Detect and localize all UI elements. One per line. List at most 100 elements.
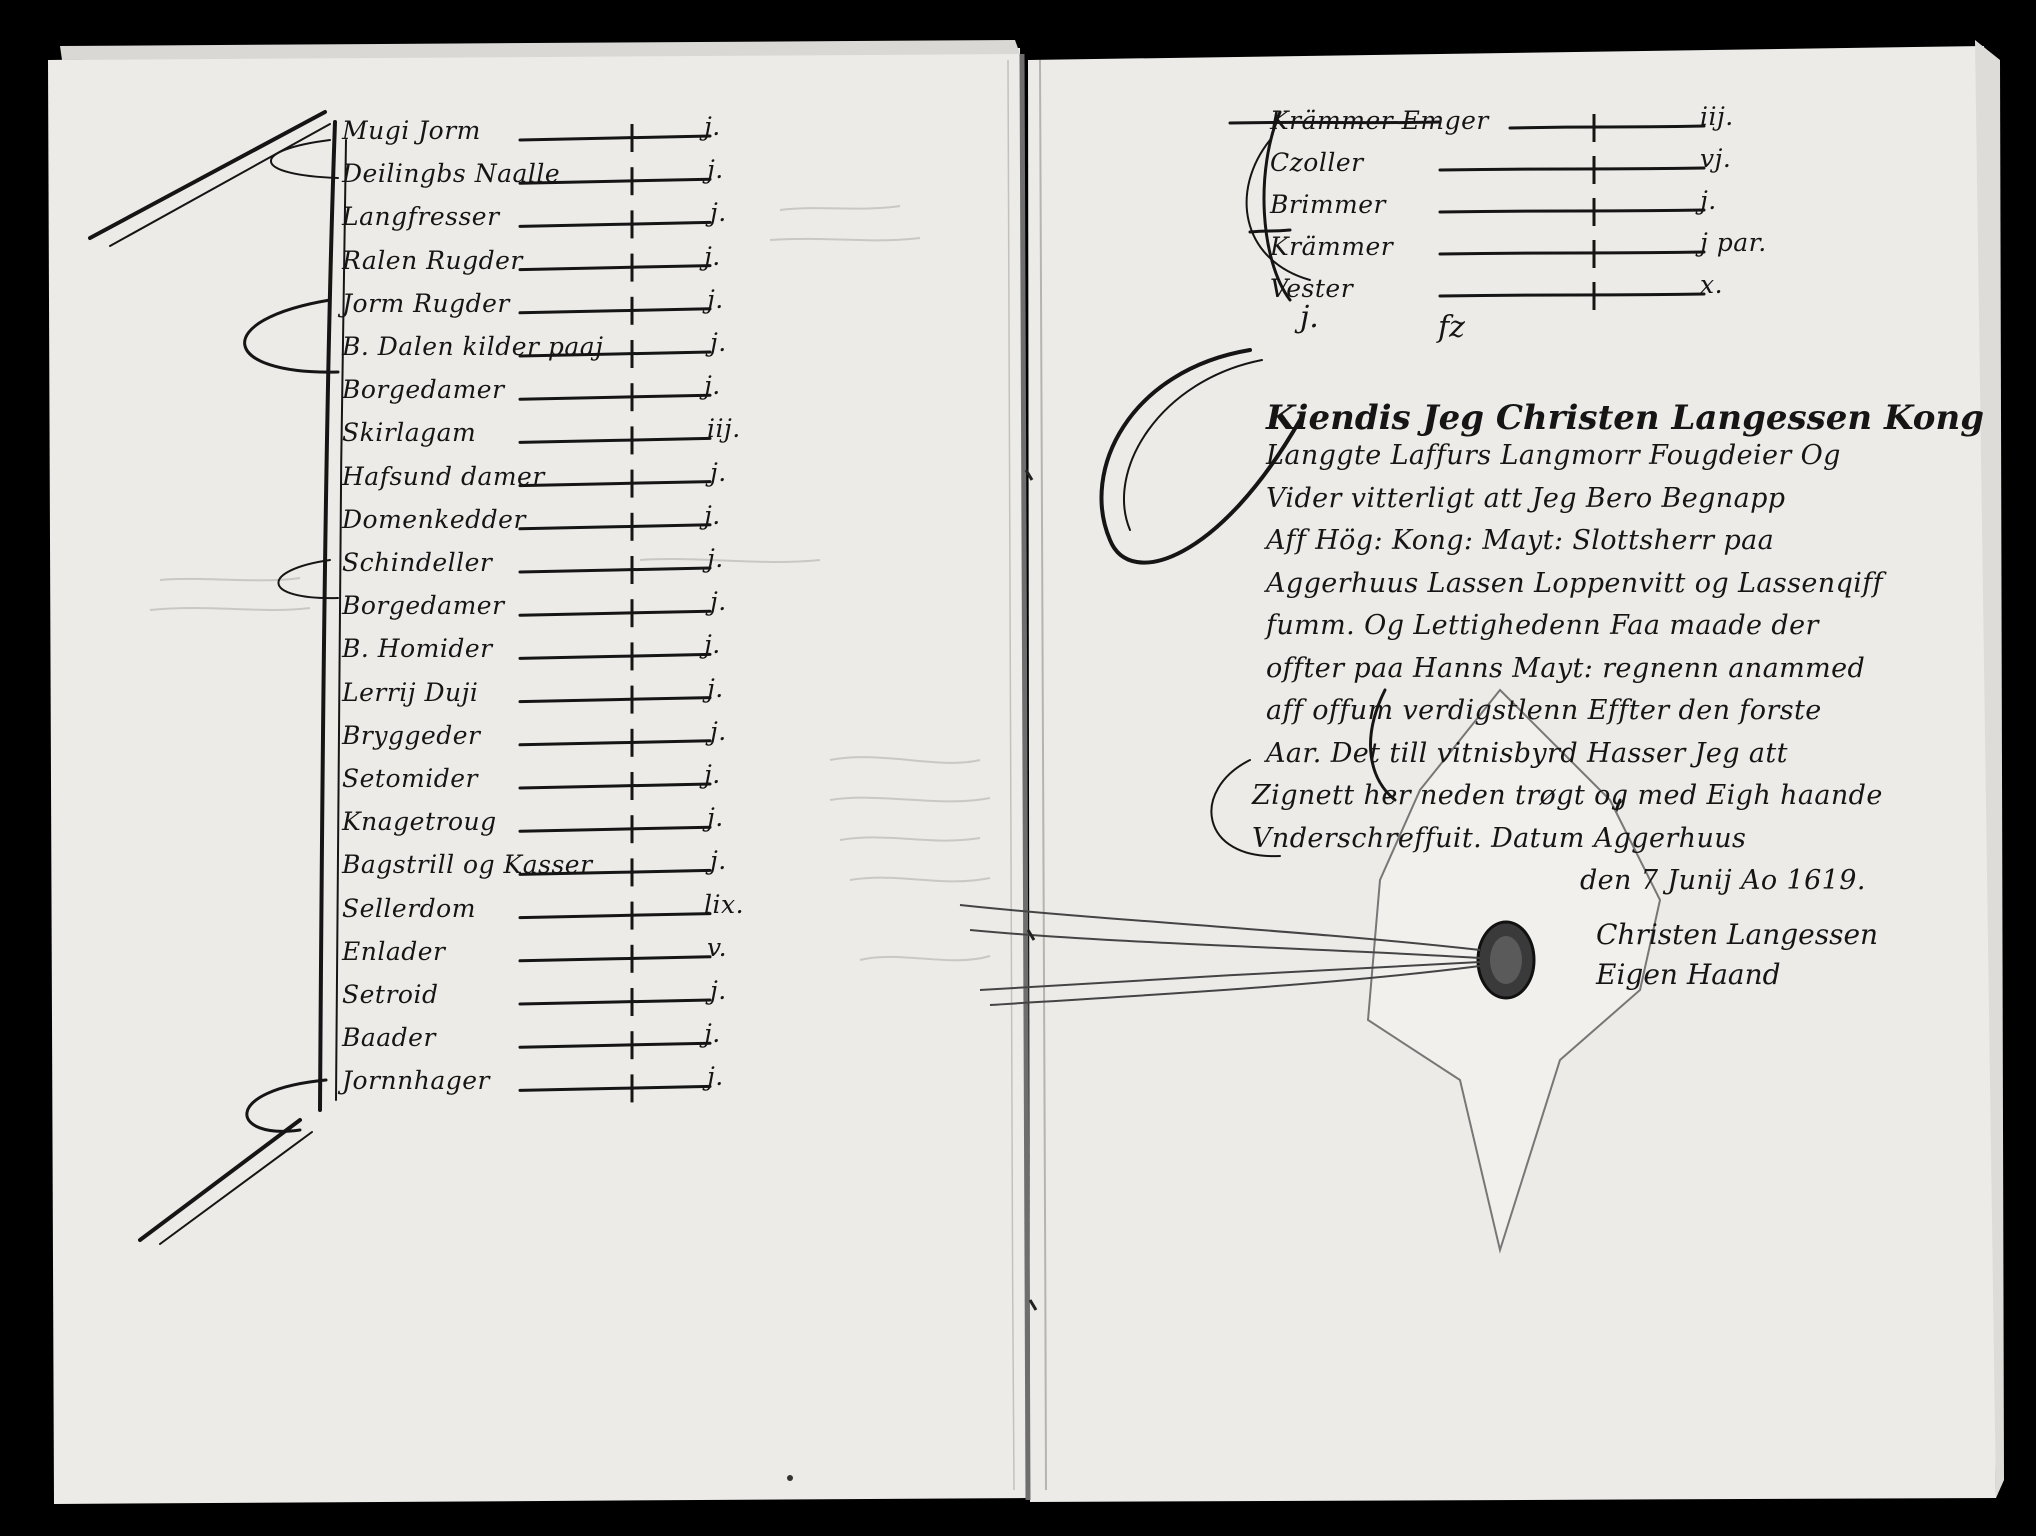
entry-name: Bryggeder [342,720,481,750]
binding-string [959,904,1481,1006]
entry-rule [518,1041,712,1049]
letter-line: Aar. Det till vitnisbyrd Hasser Jeg att [1266,737,1788,769]
letter-line: Vnderschreffuit. Datum Aggerhuus [1252,822,1747,854]
letter-line: Aggerhuus Lassen Loppenvitt og Lassenqif… [1266,567,1884,599]
entry-rule [518,480,712,488]
entry-mark: j. [704,760,721,789]
entry-name: Sellerdom [342,893,476,923]
entry-name: Ralen Rugder [342,245,523,275]
entry-rule [518,739,712,747]
entry-mark: iij. [707,414,741,444]
entry-name: Knagetroug [342,807,497,837]
entry-name: Hafsund damer [342,461,545,491]
left-page-edge [60,40,1020,60]
left-page-flourishes [88,110,347,1245]
book-gutter [1019,53,1031,1501]
entry-rule [1248,228,1292,234]
signature-line: Christen Langessen [1596,918,1879,951]
gutter-stitches [1024,469,1038,1311]
bleed-through [149,205,991,962]
letter-heading: Kiendis Jeg Christen Langessen Kong [1266,398,1984,438]
entry-name: Borgedamer [342,375,505,405]
entry-name: Jorm Rugder [342,288,510,318]
entry-mark: j. [707,673,724,703]
entry-rule [518,998,712,1006]
entry-rule [518,436,712,444]
entry-rule [518,566,712,574]
letter-line: Zignett her neden trøgt og med Eigh haan… [1252,780,1883,811]
entry-mark: j. [710,457,727,487]
entry-mark: j. [707,155,724,185]
entry-name: B. Dalen kilder paaj [342,332,604,361]
entry-mark: x. [1700,270,1724,299]
entry-name: Czoller [1270,148,1364,177]
letter-line: aff offum verdigstlenn Effter den forste [1266,695,1822,726]
entry-rule [1438,250,1706,256]
entry-rule [518,393,712,401]
letter-line: den 7 Junij Ao 1619. [1580,865,1866,896]
entry-mark: j. [707,284,724,314]
entry-rule [518,696,712,704]
entry-mark: j. [1700,186,1717,215]
entry-mark: j. [710,716,727,746]
entry-mark: j. [710,976,727,1005]
entry-rule [518,177,712,185]
flourish-mark: fz [1438,310,1465,345]
entry-mark: vj. [1700,144,1732,173]
entry-name: B. Homider [342,634,493,664]
entry-rule [1438,166,1706,172]
entry-name: Brimmer [1270,190,1386,219]
letter-line: offter paa Hanns Mayt: regnenn anammed [1266,652,1866,684]
entry-name: Enlader [342,936,446,966]
entry-mark: j. [704,112,721,141]
entry-mark: v. [707,932,728,962]
entry-name: Borgedamer [342,591,505,621]
entry-name: Mugi Jorm [342,116,481,145]
entry-mark: j. [710,198,727,228]
entry-mark: j. [710,328,727,357]
letter-line: fumm. Og Lettighedenn Faa maade der [1266,610,1819,641]
letter-line: Langgte Laffurs Langmorr Fougdeier Og [1266,440,1841,471]
signature-line: Eigen Haand [1596,958,1781,991]
entry-mark: j. [707,1062,724,1092]
entry-rule [518,825,712,833]
closing-mark: j. [1300,300,1319,335]
entry-rule [518,307,712,315]
entry-name: Domenkedder [342,504,526,534]
entry-mark: j. [707,544,724,573]
entry-mark: j par. [1700,228,1767,257]
entry-mark: j. [704,630,721,660]
entry-rule [518,955,712,963]
entry-rule [518,220,712,228]
entry-name: Setroid [342,980,439,1009]
entry-name: Langfresser [342,202,500,232]
entry-mark: j. [710,846,727,876]
right-page-edge [1975,40,2004,1498]
entry-name: Lerrij Duji [342,677,479,707]
entry-name: Krämmer [1270,232,1394,261]
entry-mark: j. [704,1019,721,1049]
entry-name: Skirlagam [342,418,477,448]
entry-rule [518,134,712,142]
entry-name: Jornnhager [342,1066,490,1096]
entry-rule [1228,120,1442,125]
entry-name: Bagstrill og Kasser [342,850,593,880]
entry-mark: j. [704,371,721,401]
left-page [48,48,1028,1504]
entry-rule [518,350,712,358]
entry-rule [518,609,712,617]
entry-rule [518,868,712,876]
entry-name: Vester [1270,274,1354,303]
entry-mark: lix. [704,889,745,919]
entry-rule [518,1084,712,1092]
entry-mark: j. [704,500,721,530]
entry-mark: j. [704,241,721,271]
letter-line: Vider vitterligt att Jeg Bero Begnapp [1266,482,1786,514]
entry-name: Schindeller [342,548,493,577]
entry-rule [518,523,712,531]
entry-rule [518,782,712,790]
entry-rule [518,264,712,272]
entry-rule [518,652,712,660]
